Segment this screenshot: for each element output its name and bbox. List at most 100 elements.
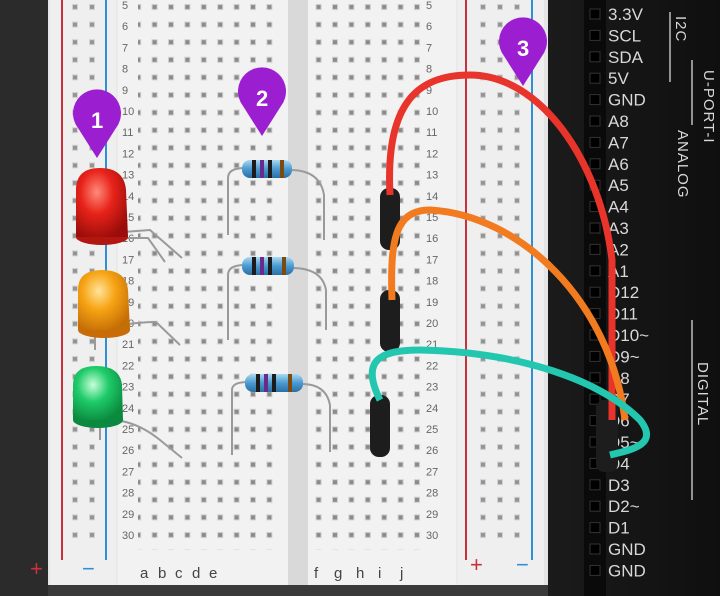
marker-2: 2 — [238, 67, 286, 136]
header-hole — [589, 543, 601, 555]
port-label: U-PORT-I — [700, 70, 717, 144]
header-hole — [589, 94, 601, 106]
pin-label: D2~ — [608, 497, 640, 516]
row-number-left: 6 — [122, 21, 128, 33]
col-letter-j: j — [399, 565, 403, 582]
header-hole — [589, 372, 601, 384]
background-left — [0, 0, 50, 596]
row-number-right: 10 — [426, 106, 438, 118]
row-number-right: 6 — [426, 21, 432, 33]
pin-label: SDA — [608, 48, 644, 67]
row-number-left: 10 — [122, 106, 134, 118]
pin-label: D12 — [608, 283, 639, 302]
row-numbers-right: 5678910111213141516171819202122232425262… — [426, 0, 438, 542]
row-number-left: 12 — [122, 148, 134, 160]
header-hole — [589, 51, 601, 63]
row-number-left: 11 — [122, 127, 133, 139]
resistor-2 — [227, 257, 327, 340]
pin-labels: 3.3VSCLSDA5VGNDA8A7A6A5A4A3A2A1D12D11D10… — [608, 5, 649, 580]
row-number-left: 13 — [122, 170, 134, 182]
header-hole — [589, 72, 601, 84]
right-rail-plus-label: + — [470, 552, 483, 577]
marker-3-label: 3 — [517, 36, 529, 61]
left-rail-minus-label: − — [82, 556, 95, 581]
col-letter-h: h — [356, 565, 364, 582]
wire-sleeves — [370, 188, 618, 472]
i2c-label: I2C — [672, 16, 689, 42]
pin-label: A7 — [608, 133, 629, 152]
resistor-1 — [227, 160, 325, 240]
row-number-left: 9 — [122, 85, 128, 97]
row-number-right: 18 — [426, 276, 438, 288]
row-number-right: 11 — [426, 127, 437, 139]
pin-label: A3 — [608, 219, 629, 238]
row-number-right: 8 — [426, 64, 432, 76]
row-number-left: 30 — [122, 530, 134, 542]
col-letter-a: a — [140, 565, 149, 582]
row-number-left: 25 — [122, 424, 134, 436]
row-number-right: 5 — [426, 0, 432, 12]
marker-2-label: 2 — [256, 86, 268, 111]
row-number-right: 30 — [426, 530, 438, 542]
row-number-right: 16 — [426, 233, 438, 245]
col-letter-d: d — [192, 565, 200, 582]
row-number-right: 12 — [426, 148, 438, 160]
pin-label: 3.3V — [608, 5, 644, 24]
col-letter-i: i — [378, 565, 381, 582]
row-number-left: 22 — [122, 360, 134, 372]
right-rail-minus-label: − — [516, 552, 529, 577]
row-number-right: 29 — [426, 509, 438, 521]
row-number-left: 28 — [122, 488, 134, 500]
row-number-right: 14 — [426, 191, 438, 203]
header-hole — [589, 522, 601, 534]
yellow-led — [78, 270, 181, 350]
col-letter-g: g — [334, 565, 342, 582]
pin-label: A6 — [608, 155, 629, 174]
green-led — [73, 366, 183, 459]
row-number-left: 27 — [122, 466, 134, 478]
row-number-left: 17 — [122, 254, 134, 266]
header-hole — [589, 265, 601, 277]
pin-label: D10~ — [608, 326, 649, 345]
header-hole — [589, 479, 601, 491]
row-number-left: 8 — [122, 64, 128, 76]
col-letter-b: b — [158, 565, 166, 582]
header-hole — [589, 158, 601, 170]
header-hole — [589, 136, 601, 148]
column-letters-right: f g h i j — [314, 565, 403, 582]
center-channel — [288, 0, 308, 596]
row-number-right: 22 — [426, 360, 438, 372]
row-number-right: 28 — [426, 488, 438, 500]
row-number-right: 24 — [426, 403, 438, 415]
pin-label: GND — [608, 91, 646, 110]
marker-1: 1 — [73, 89, 122, 158]
header-hole — [589, 8, 601, 20]
left-rail-plus-label: + — [30, 556, 43, 581]
row-number-right: 20 — [426, 318, 438, 330]
analog-label: ANALOG — [674, 130, 691, 199]
header-hole — [589, 243, 601, 255]
row-number-right: 17 — [426, 254, 438, 266]
row-number-right: 9 — [426, 85, 432, 97]
col-letter-c: c — [175, 565, 183, 582]
col-letter-f: f — [314, 565, 319, 582]
pin-label: GND — [608, 540, 646, 559]
row-number-right: 26 — [426, 445, 438, 457]
resistor-3 — [231, 374, 331, 455]
marker-1-label: 1 — [91, 108, 103, 133]
header-hole — [589, 29, 601, 41]
header-hole — [589, 115, 601, 127]
pin-label: D9~ — [608, 347, 640, 366]
row-number-left: 26 — [122, 445, 134, 457]
row-number-left: 24 — [122, 403, 134, 415]
red-led — [76, 168, 183, 263]
row-number-left: 7 — [122, 42, 128, 54]
row-number-left: 23 — [122, 382, 134, 394]
row-number-right: 7 — [426, 42, 432, 54]
header-hole — [589, 350, 601, 362]
marker-3: 3 — [499, 17, 547, 86]
row-number-right: 27 — [426, 466, 438, 478]
pin-label: 5V — [608, 69, 629, 88]
